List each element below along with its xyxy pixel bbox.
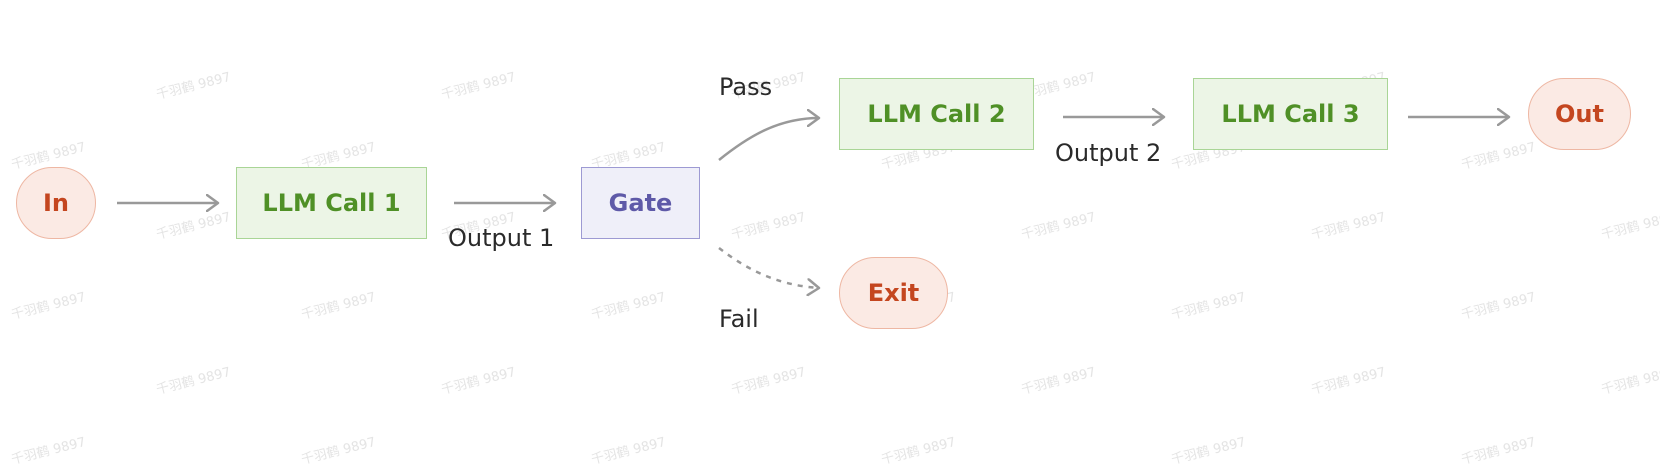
node-llm-call-3: LLM Call 3 [1193, 78, 1388, 150]
node-in: In [16, 167, 96, 239]
arrow-gate-to-exit [718, 247, 819, 288]
node-llm-call-1: LLM Call 1 [236, 167, 427, 239]
node-llm-call-2: LLM Call 2 [839, 78, 1034, 150]
node-exit: Exit [839, 257, 948, 329]
node-gate: Gate [581, 167, 700, 239]
node-out: Out [1528, 78, 1631, 150]
label-pass: Pass [719, 73, 773, 101]
label-output-2: Output 2 [1055, 139, 1162, 167]
arrow-gate-to-llm2 [718, 118, 819, 161]
label-fail: Fail [719, 305, 759, 333]
label-output-1: Output 1 [448, 224, 555, 252]
